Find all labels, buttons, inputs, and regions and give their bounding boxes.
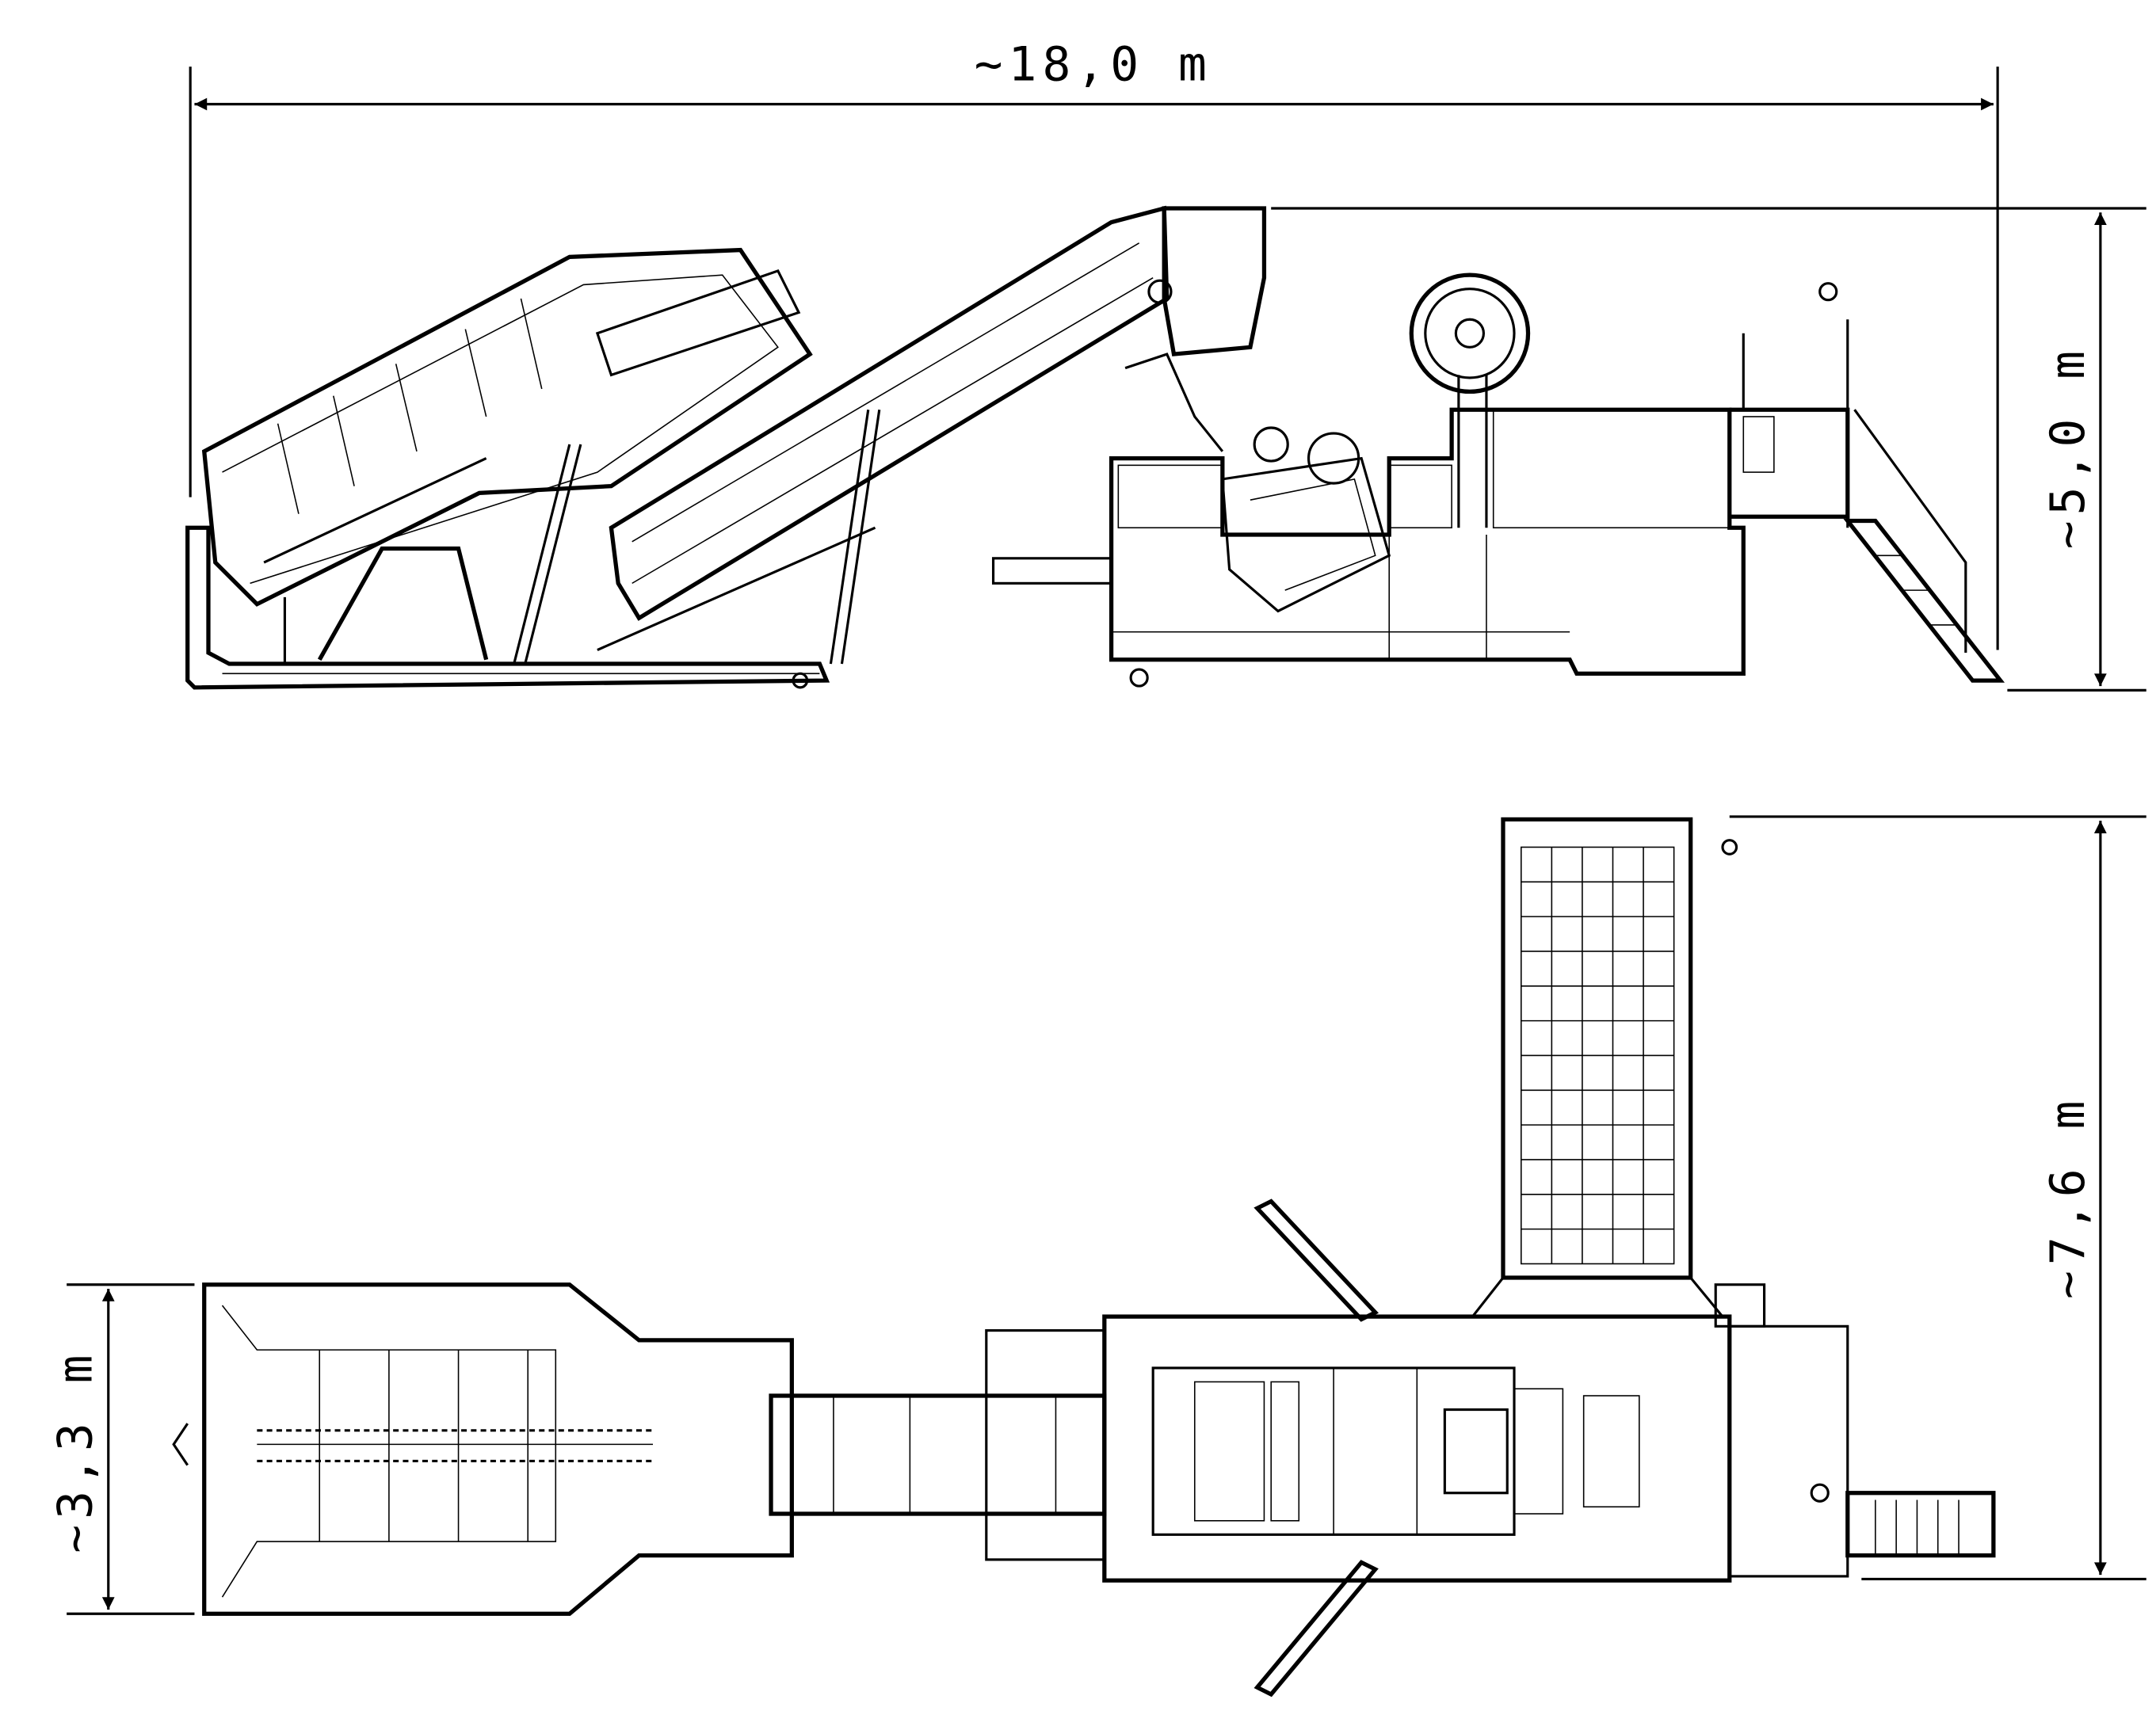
side-conveyor-plan bbox=[1471, 817, 1738, 1318]
dimension-hopper-width: ~3,3 m bbox=[49, 1283, 195, 1615]
dimension-label-height: ~5,0 m bbox=[2041, 345, 2096, 549]
hopper-support bbox=[283, 444, 582, 665]
main-processing-unit bbox=[991, 352, 1746, 688]
side-elevation-view bbox=[185, 205, 2005, 690]
plan-view bbox=[172, 817, 1996, 1698]
receiving-hopper bbox=[201, 247, 813, 607]
drive-wheel bbox=[1409, 272, 1531, 528]
base-frame bbox=[185, 525, 830, 690]
dimension-label-length: ~18,0 m bbox=[975, 38, 1212, 93]
dimension-length: ~18,0 m bbox=[189, 38, 1999, 650]
access-stairs bbox=[1843, 409, 2005, 683]
dimension-height: ~5,0 m bbox=[1271, 207, 2146, 692]
side-flaps-plan bbox=[1254, 1198, 1379, 1698]
dimension-label-plan-width: ~7,6 m bbox=[2041, 1096, 2096, 1299]
dimension-label-hopper-width: ~3,3 m bbox=[49, 1349, 104, 1553]
hopper-plan bbox=[172, 1282, 794, 1616]
main-unit-plan bbox=[985, 1283, 1849, 1583]
elevator-conveyor bbox=[597, 205, 1267, 665]
stairs-plan bbox=[1845, 1491, 1996, 1558]
operator-platform bbox=[1729, 282, 1850, 528]
conveyor-plan bbox=[769, 1393, 1107, 1516]
dimension-plan-width: ~7,6 m bbox=[1729, 815, 2146, 1581]
